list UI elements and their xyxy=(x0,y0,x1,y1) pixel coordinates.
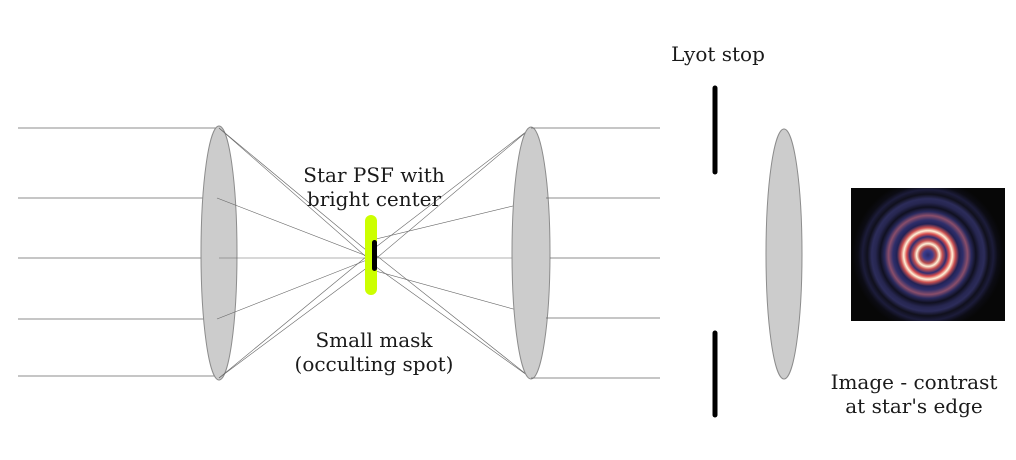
incoming-rays xyxy=(18,127,218,377)
image-clip-bottom xyxy=(851,321,1005,339)
ray-converge-4 xyxy=(216,257,373,320)
image-clip-left xyxy=(840,170,851,340)
coronagraph-image xyxy=(840,170,1016,340)
occulting-mask xyxy=(372,240,377,271)
label-image-line2: at star's edge xyxy=(845,394,983,418)
ray-converge-1a xyxy=(218,127,373,256)
ring-pattern xyxy=(852,179,1004,331)
collimating-lens xyxy=(511,126,551,380)
objective-lens xyxy=(200,125,238,381)
label-small-mask-line2: (occulting spot) xyxy=(294,352,454,376)
label-star-psf-line2: bright center xyxy=(306,187,442,211)
ray-diverge-5a xyxy=(371,251,532,379)
image-clip-right xyxy=(1005,170,1016,340)
ray-converge-2 xyxy=(216,197,373,259)
reimaging-lens xyxy=(765,128,803,380)
outgoing-rays xyxy=(531,127,660,379)
ray-converge-5a xyxy=(218,251,373,379)
diverging-rays xyxy=(371,127,547,379)
label-image-line1: Image - contrast xyxy=(830,370,998,394)
ray-diverge-1b xyxy=(371,127,532,263)
ray-converge-1b xyxy=(218,127,373,263)
ray-converge-5b xyxy=(218,263,373,379)
label-lyot-stop: Lyot stop xyxy=(671,42,765,66)
image-clip-top xyxy=(851,170,1005,188)
ray-diverge-5b xyxy=(371,263,532,379)
label-small-mask-line1: Small mask xyxy=(315,328,433,352)
ray-diverge-1a xyxy=(371,127,532,251)
label-star-psf-line1: Star PSF with xyxy=(303,163,445,187)
converging-rays xyxy=(216,127,373,379)
star-psf-highlight xyxy=(365,215,377,295)
